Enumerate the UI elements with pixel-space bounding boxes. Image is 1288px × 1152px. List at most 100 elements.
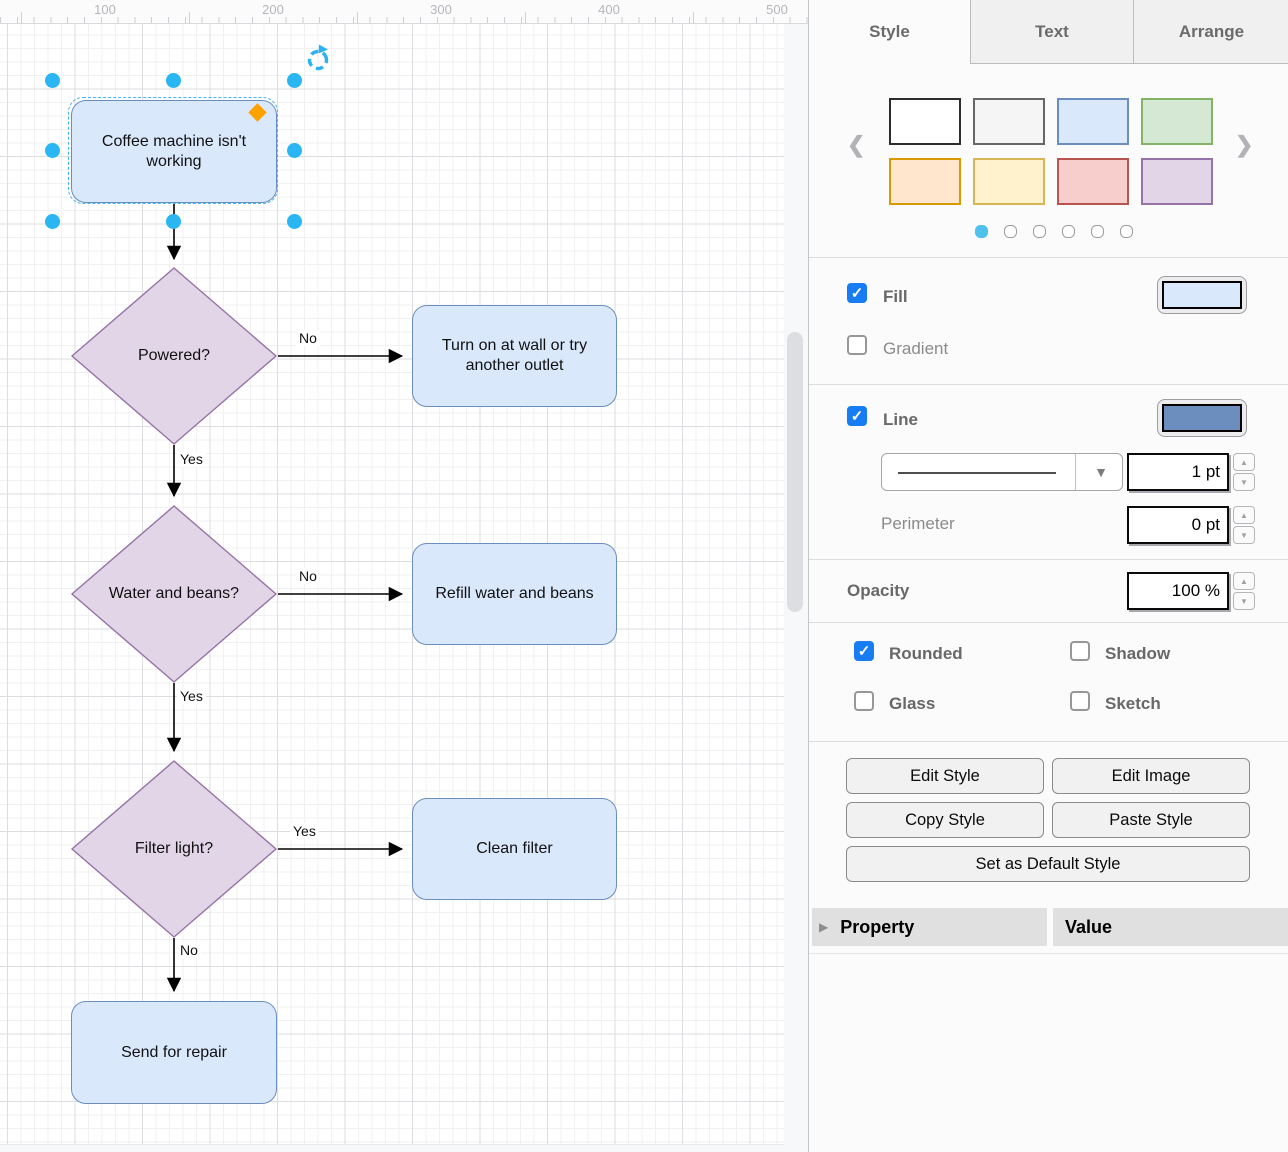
perimeter-input[interactable]: 0 pt — [1127, 506, 1229, 544]
vertical-scrollbar-thumb[interactable] — [787, 332, 803, 612]
node-coffee-machine[interactable]: Coffee machine isn't working — [71, 100, 277, 203]
paste-style-button[interactable]: Paste Style — [1052, 802, 1250, 838]
sketch-label: Sketch — [1105, 694, 1161, 713]
edge-label-yes[interactable]: Yes — [290, 823, 319, 839]
stepper-up-icon[interactable]: ▲ — [1233, 572, 1255, 590]
resize-handle-e[interactable] — [287, 143, 302, 158]
expander-triangle-icon[interactable]: ▶ — [819, 920, 829, 934]
tab-arrange[interactable]: Arrange — [1133, 0, 1288, 64]
edge-label-yes[interactable]: Yes — [177, 451, 206, 467]
style-swatch-red[interactable] — [1057, 158, 1129, 205]
decision-filter-light[interactable]: Filter light? — [72, 761, 276, 937]
swatch-page-dot-2[interactable] — [1004, 225, 1017, 238]
style-swatch-yellow[interactable] — [973, 158, 1045, 205]
glass-checkbox[interactable] — [854, 691, 874, 711]
node-label: Turn on at wall or try another outlet — [441, 337, 588, 374]
rotate-handle-icon[interactable] — [304, 43, 332, 78]
decision-water-and-beans[interactable]: Water and beans? — [72, 506, 276, 682]
resize-handle-sw[interactable] — [45, 214, 60, 229]
edge-label-yes[interactable]: Yes — [177, 688, 206, 704]
swatch-page-dot-1[interactable] — [975, 225, 988, 238]
node-send-for-repair[interactable]: Send for repair — [71, 1001, 277, 1104]
edge-label-no[interactable]: No — [177, 942, 201, 958]
glass-label: Glass — [889, 694, 936, 713]
sketch-checkbox[interactable] — [1070, 691, 1090, 711]
style-swatch-white[interactable] — [889, 98, 961, 145]
node-label: Clean filter — [476, 840, 553, 857]
swatch-next-icon[interactable]: ❯ — [1235, 132, 1254, 157]
stepper-down-icon[interactable]: ▼ — [1233, 592, 1255, 610]
value-column-header[interactable]: Value — [1053, 908, 1288, 946]
resize-handle-se[interactable] — [287, 214, 302, 229]
shadow-checkbox[interactable] — [1070, 641, 1090, 661]
swatch-page-dot-3[interactable] — [1033, 225, 1046, 238]
resize-handle-ne[interactable] — [287, 73, 302, 88]
node-label: Powered? — [137, 347, 211, 364]
swatch-prev-icon[interactable]: ❮ — [847, 132, 866, 157]
ruler-mark: 100 — [94, 2, 116, 17]
decision-powered[interactable]: Powered? — [72, 268, 276, 444]
style-swatch-green[interactable] — [1141, 98, 1213, 145]
line-color-preview — [1162, 404, 1242, 432]
opacity-input[interactable]: 100 % — [1127, 572, 1229, 610]
edit-image-button[interactable]: Edit Image — [1052, 758, 1250, 794]
tab-style[interactable]: Style — [809, 0, 970, 64]
opacity-stepper[interactable]: ▲ ▼ — [1233, 572, 1255, 610]
node-label: Filter light? — [134, 840, 214, 857]
line-color-button[interactable] — [1157, 399, 1247, 437]
line-checkbox[interactable]: ✓ — [847, 406, 867, 426]
stepper-up-icon[interactable]: ▲ — [1233, 506, 1255, 524]
resize-handle-s[interactable] — [166, 214, 181, 229]
vertical-scrollbar-track[interactable] — [784, 24, 808, 1152]
stepper-up-icon[interactable]: ▲ — [1233, 453, 1255, 471]
ruler-mark: 200 — [262, 2, 284, 17]
edge-label-no[interactable]: No — [296, 330, 320, 346]
node-clean-filter[interactable]: Clean filter — [412, 798, 617, 900]
resize-handle-w[interactable] — [45, 143, 60, 158]
selection-outline — [68, 97, 278, 204]
fill-color-button[interactable] — [1157, 276, 1247, 314]
rounded-label: Rounded — [889, 644, 963, 663]
gradient-checkbox[interactable] — [847, 335, 867, 355]
stepper-down-icon[interactable]: ▼ — [1233, 526, 1255, 544]
set-default-style-button[interactable]: Set as Default Style — [846, 846, 1250, 882]
gradient-label: Gradient — [883, 339, 949, 358]
edit-style-button[interactable]: Edit Style — [846, 758, 1044, 794]
format-panel: Style Text Arrange ❮ ❯ ✓ Fill Gradient ✓… — [808, 0, 1288, 1152]
property-column-header[interactable]: ▶ Property — [812, 908, 1047, 946]
drawing-canvas-area[interactable]: 100 200 300 400 500 Coffee machine isn't… — [0, 0, 808, 1152]
style-swatch-purple[interactable] — [1141, 158, 1213, 205]
line-width-stepper[interactable]: ▲ ▼ — [1233, 453, 1255, 491]
value-header-label: Value — [1065, 916, 1113, 937]
style-swatch-gray[interactable] — [973, 98, 1045, 145]
node-label: Water and beans? — [108, 585, 240, 602]
swatch-page-dot-4[interactable] — [1062, 225, 1075, 238]
resize-handle-nw[interactable] — [45, 73, 60, 88]
perimeter-label: Perimeter — [881, 514, 955, 533]
horizontal-scrollbar-track[interactable] — [0, 1144, 784, 1152]
style-swatch-orange[interactable] — [889, 158, 961, 205]
swatch-page-dot-5[interactable] — [1091, 225, 1104, 238]
line-width-input[interactable]: 1 pt — [1127, 453, 1229, 491]
edge-label-no[interactable]: No — [296, 568, 320, 584]
perimeter-stepper[interactable]: ▲ ▼ — [1233, 506, 1255, 544]
node-turn-on-at-wall[interactable]: Turn on at wall or try another outlet — [412, 305, 617, 407]
line-style-dropdown[interactable]: ▼ — [881, 453, 1123, 491]
fill-color-preview — [1162, 281, 1242, 309]
style-swatch-blue[interactable] — [1057, 98, 1129, 145]
node-label: Refill water and beans — [435, 585, 594, 602]
fill-checkbox[interactable]: ✓ — [847, 283, 867, 303]
node-refill-water-beans[interactable]: Refill water and beans — [412, 543, 617, 645]
stepper-down-icon[interactable]: ▼ — [1233, 473, 1255, 491]
dropdown-arrow-icon: ▼ — [1094, 464, 1108, 480]
rounded-checkbox[interactable]: ✓ — [854, 641, 874, 661]
tab-text[interactable]: Text — [970, 0, 1133, 64]
resize-handle-n[interactable] — [166, 73, 181, 88]
swatch-page-dot-6[interactable] — [1120, 225, 1133, 238]
line-style-preview — [898, 472, 1056, 474]
flowchart-edges-layer — [70, 203, 404, 993]
copy-style-button[interactable]: Copy Style — [846, 802, 1044, 838]
horizontal-ruler: 100 200 300 400 500 — [0, 0, 808, 24]
opacity-label: Opacity — [847, 581, 910, 600]
fill-label: Fill — [883, 287, 908, 306]
